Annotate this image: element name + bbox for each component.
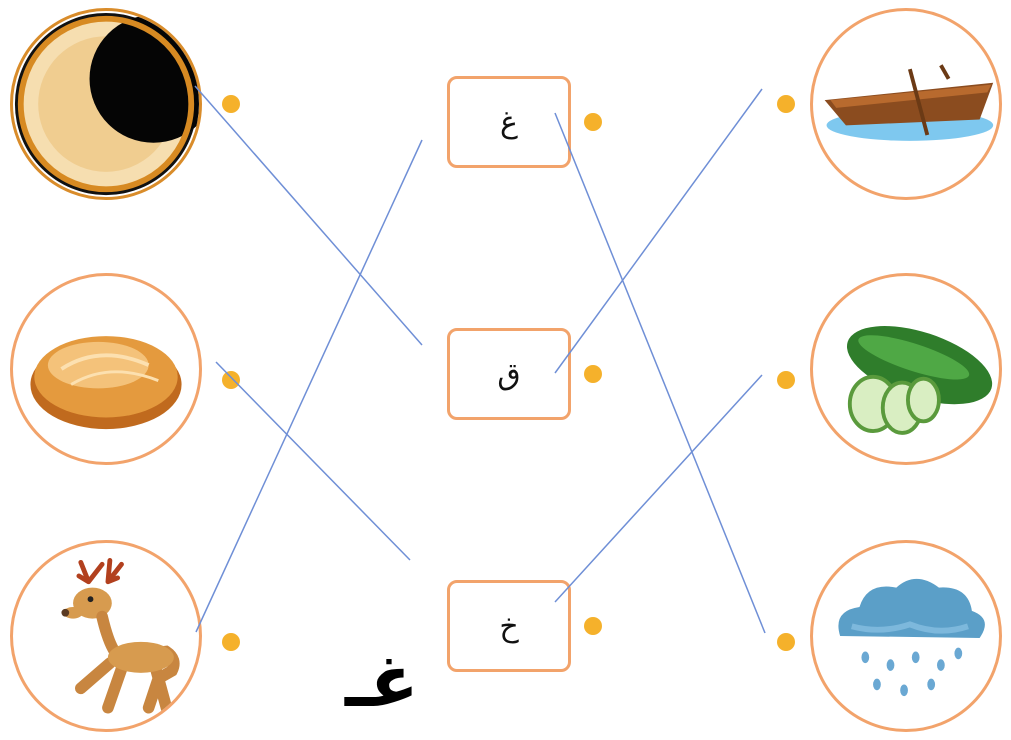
bread-picture[interactable]: [10, 273, 202, 465]
letter-top: غ: [500, 104, 518, 140]
boat-picture[interactable]: [810, 8, 1002, 200]
line-qaf-to-boat: [554, 88, 763, 374]
dot-left-3[interactable]: [222, 633, 240, 651]
dot-left-1[interactable]: [222, 95, 240, 113]
rain-cloud-picture[interactable]: [810, 540, 1002, 732]
dot-center-3[interactable]: [584, 617, 602, 635]
letter-box-top[interactable]: غ: [447, 76, 571, 168]
cucumber-picture[interactable]: [810, 273, 1002, 465]
bread-icon: [30, 336, 182, 430]
line-kha-to-cucumber: [554, 374, 763, 603]
dot-right-2[interactable]: [777, 371, 795, 389]
dot-center-2[interactable]: [584, 365, 602, 383]
line-moon-to-qaf: [194, 85, 423, 346]
dot-right-1[interactable]: [777, 95, 795, 113]
rain-cloud-icon: [838, 578, 985, 697]
cucumber-icon: [846, 326, 993, 435]
moon-picture[interactable]: [10, 8, 202, 200]
deer-picture[interactable]: [10, 540, 202, 732]
dot-center-1[interactable]: [584, 113, 602, 131]
boat-icon: [824, 64, 994, 141]
big-letter-ghain: غـ: [345, 639, 419, 723]
letter-box-bottom[interactable]: خ: [447, 580, 571, 672]
dot-right-3[interactable]: [777, 633, 795, 651]
line-bread-to-kha: [215, 361, 411, 561]
deer-icon: [61, 558, 180, 720]
dot-left-2[interactable]: [222, 371, 240, 389]
letter-bottom: خ: [499, 608, 519, 644]
letter-box-middle[interactable]: ق: [447, 328, 571, 420]
letter-middle: ق: [497, 356, 521, 392]
moon-icon: [14, 12, 199, 196]
